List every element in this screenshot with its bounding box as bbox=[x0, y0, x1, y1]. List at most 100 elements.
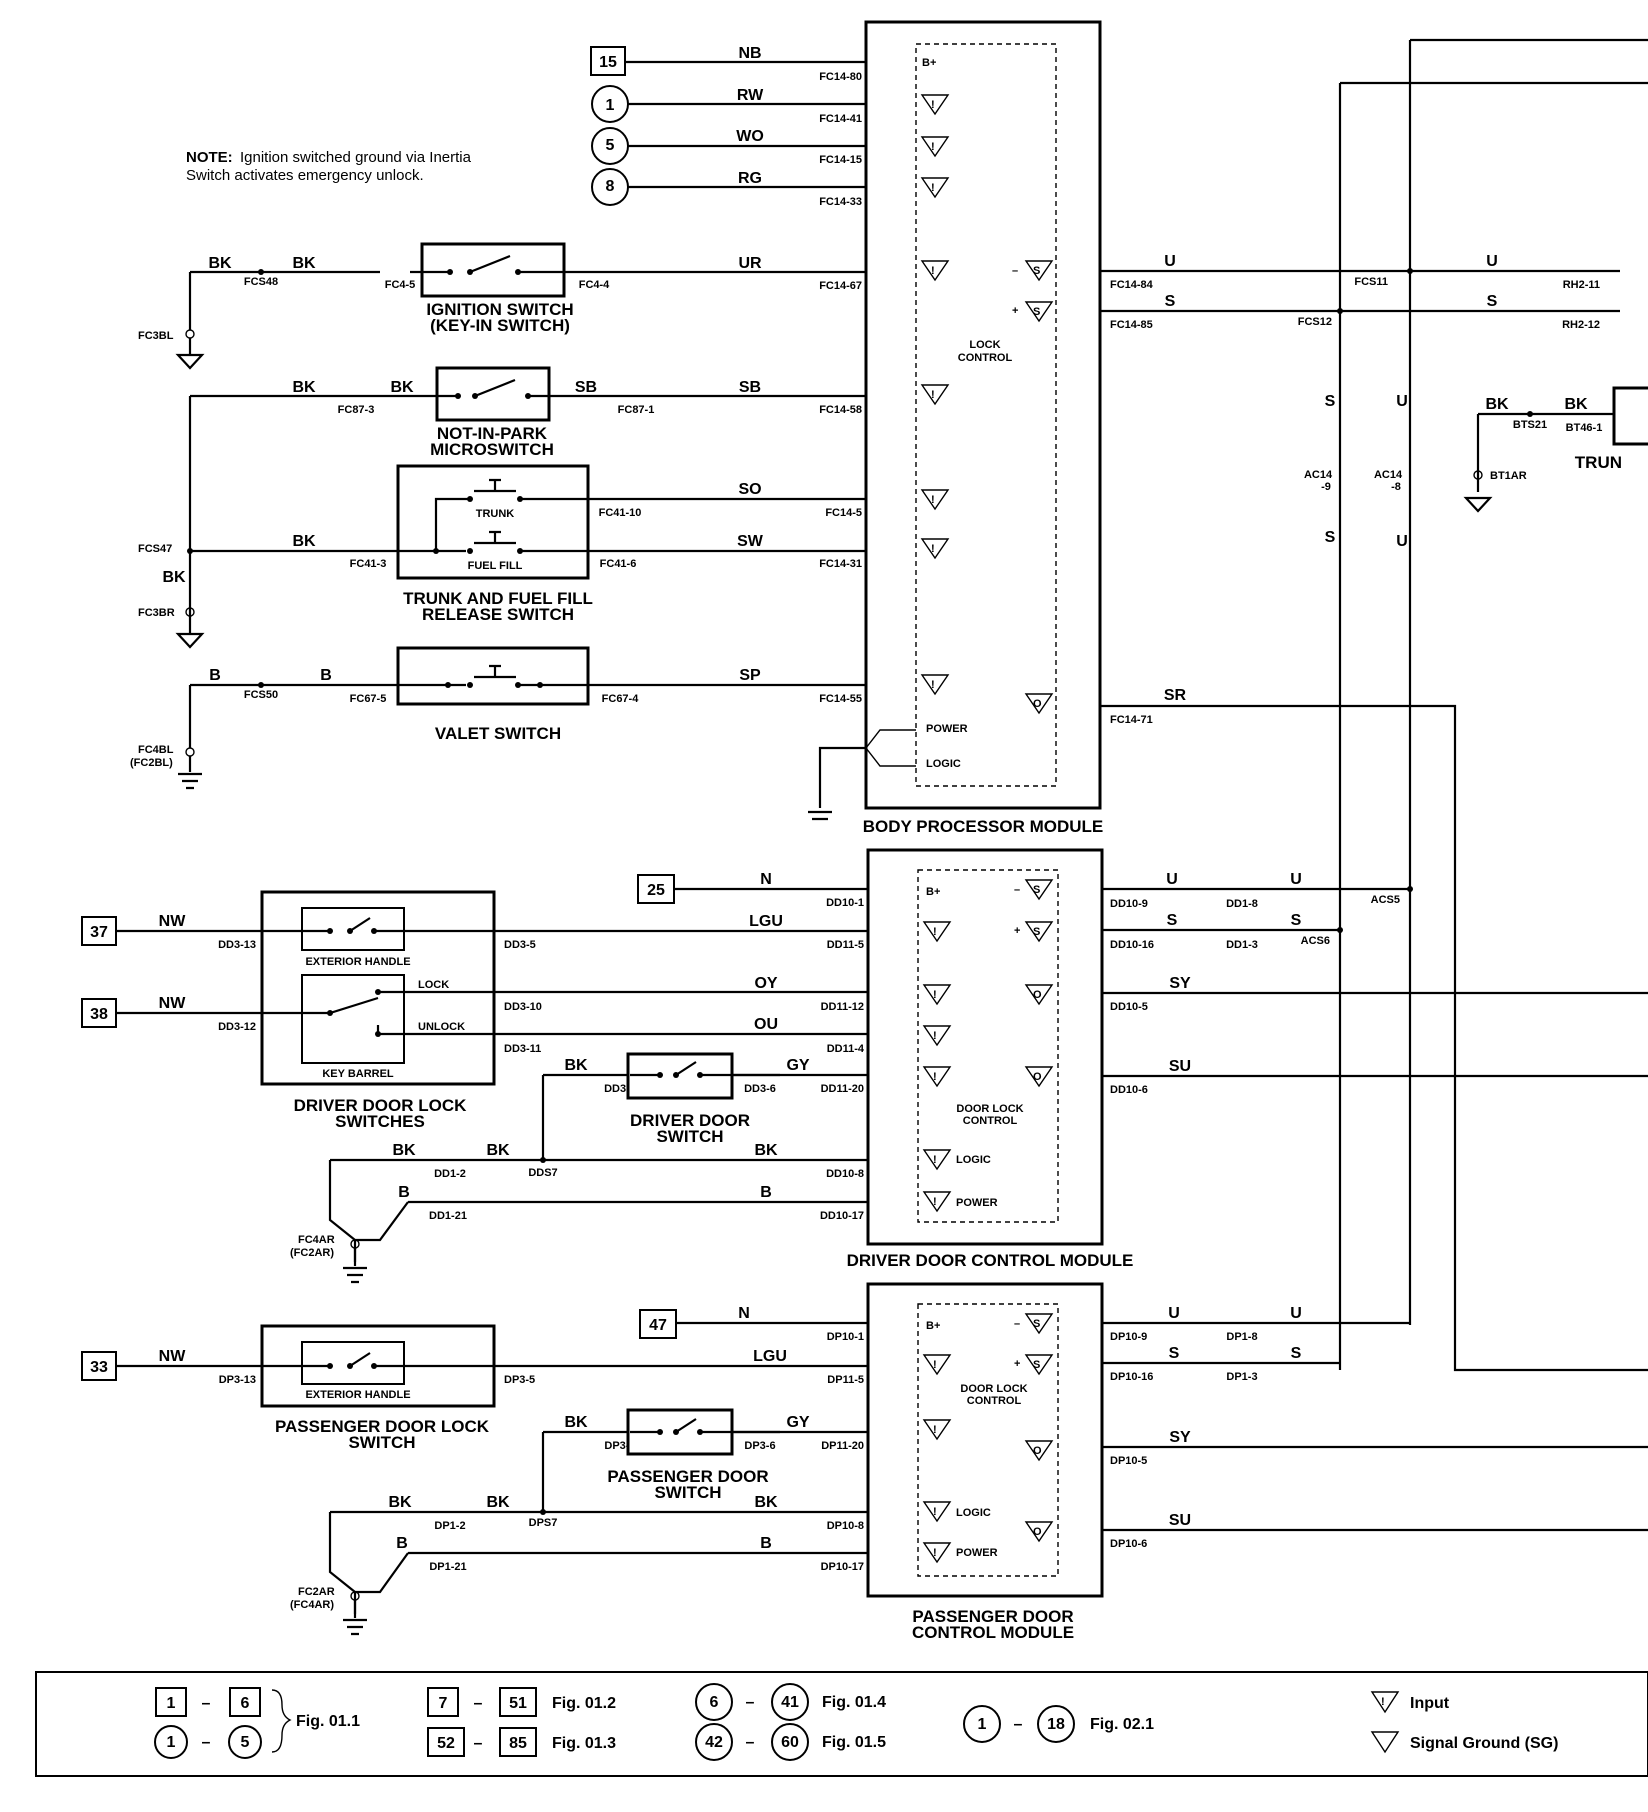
svg-text:Signal Ground (SG): Signal Ground (SG) bbox=[1410, 1735, 1558, 1752]
svg-text:B: B bbox=[209, 667, 221, 684]
svg-text:FCS48: FCS48 bbox=[244, 276, 278, 288]
svg-text:O: O bbox=[1033, 1445, 1042, 1457]
svg-text:DP3-5: DP3-5 bbox=[504, 1374, 535, 1386]
svg-text:!: ! bbox=[931, 141, 935, 153]
svg-text:U: U bbox=[1168, 1305, 1180, 1322]
svg-text:!: ! bbox=[933, 926, 937, 938]
svg-text:DD3-6: DD3-6 bbox=[744, 1083, 776, 1095]
svg-text:!: ! bbox=[931, 543, 935, 555]
svg-text:FC14-67: FC14-67 bbox=[819, 280, 862, 292]
svg-text:UR: UR bbox=[738, 255, 762, 272]
svg-text:!: ! bbox=[933, 1547, 937, 1559]
svg-text:SWITCH: SWITCH bbox=[348, 1433, 415, 1452]
svg-text:DP10-5: DP10-5 bbox=[1110, 1455, 1147, 1467]
svg-text:N: N bbox=[738, 1305, 750, 1322]
svg-text:85: 85 bbox=[509, 1735, 527, 1752]
svg-text:SWITCH: SWITCH bbox=[656, 1127, 723, 1146]
legend: 1 – 6 1 – 5 Fig. 01.1 7 – 51 Fig. 01.2 5… bbox=[154, 1683, 1558, 1761]
svg-text:BT46-1: BT46-1 bbox=[1566, 422, 1603, 434]
svg-text:DD3-12: DD3-12 bbox=[218, 1021, 256, 1033]
svg-text:BK: BK bbox=[1485, 396, 1509, 413]
svg-text:S: S bbox=[1165, 293, 1176, 310]
svg-text:BK: BK bbox=[162, 569, 186, 586]
ref-8: 8 bbox=[606, 178, 615, 195]
svg-text:S: S bbox=[1033, 926, 1040, 938]
svg-text:U: U bbox=[1290, 871, 1302, 888]
svg-text:SB: SB bbox=[739, 379, 761, 396]
svg-text:FC14-80: FC14-80 bbox=[819, 71, 862, 83]
svg-text:DD1-2: DD1-2 bbox=[434, 1168, 466, 1180]
svg-text:N: N bbox=[760, 871, 772, 888]
svg-text:BK: BK bbox=[390, 379, 414, 396]
passenger-door-module-title-1: PASSENGER DOOR bbox=[912, 1607, 1073, 1626]
svg-text:DP3-6: DP3-6 bbox=[744, 1440, 775, 1452]
svg-text:!: ! bbox=[931, 182, 935, 194]
svg-text:DD3-13: DD3-13 bbox=[218, 939, 256, 951]
svg-text:RG: RG bbox=[738, 170, 762, 187]
svg-text:FCS11: FCS11 bbox=[1354, 276, 1388, 288]
svg-text:FC14-5: FC14-5 bbox=[825, 507, 862, 519]
svg-text:60: 60 bbox=[781, 1734, 799, 1751]
driver-door-lock-dashed bbox=[917, 869, 1059, 1223]
svg-text:TRUNK AND FUEL FILL: TRUNK AND FUEL FILL bbox=[403, 589, 593, 608]
not-in-park-microswitch: BK FC87-3 BK SB FC87-1 SB FC14-58 NOT-IN… bbox=[188, 366, 866, 617]
svg-text:LGU: LGU bbox=[749, 913, 783, 930]
svg-text:DP10-1: DP10-1 bbox=[827, 1331, 864, 1343]
svg-text:FC67-5: FC67-5 bbox=[350, 693, 387, 705]
note-label: NOTE: bbox=[186, 149, 233, 166]
svg-text:LGU: LGU bbox=[753, 1348, 787, 1365]
pdcm-wires: 47 N DP10-1 33 NW DP3-13 EXTERIOR HANDLE… bbox=[81, 1305, 868, 1636]
svg-text:1: 1 bbox=[167, 1734, 176, 1751]
svg-text:SR: SR bbox=[1164, 687, 1187, 704]
svg-text:Fig. 01.5: Fig. 01.5 bbox=[822, 1734, 886, 1751]
svg-text:DOOR LOCK: DOOR LOCK bbox=[960, 1383, 1027, 1395]
ref-15: 15 bbox=[599, 54, 617, 71]
svg-text:DD10-9: DD10-9 bbox=[1110, 898, 1148, 910]
svg-text:!: ! bbox=[933, 1506, 937, 1518]
svg-text:-8: -8 bbox=[1391, 481, 1401, 493]
svg-text:FC41-3: FC41-3 bbox=[350, 558, 387, 570]
ref-1: 1 bbox=[606, 97, 615, 114]
lock-control-label-2: CONTROL bbox=[958, 352, 1013, 364]
svg-text:SY: SY bbox=[1169, 1429, 1191, 1446]
svg-text:DP11-20: DP11-20 bbox=[821, 1440, 864, 1452]
svg-text:–: – bbox=[202, 1734, 211, 1751]
svg-text:FC4-5: FC4-5 bbox=[385, 279, 416, 291]
svg-text:1: 1 bbox=[978, 1716, 987, 1733]
svg-text:DD10-5: DD10-5 bbox=[1110, 1001, 1148, 1013]
svg-text:IGNITION SWITCH: IGNITION SWITCH bbox=[426, 300, 573, 319]
svg-text:!: ! bbox=[931, 389, 935, 401]
svg-text:B: B bbox=[760, 1184, 772, 1201]
svg-text:DD10-1: DD10-1 bbox=[826, 897, 864, 909]
svg-text:–: – bbox=[474, 1735, 483, 1752]
svg-text:6: 6 bbox=[241, 1695, 250, 1712]
svg-text:Fig. 01.3: Fig. 01.3 bbox=[552, 1735, 616, 1752]
valet-switch: B FCS50 B FC67-5 FC4BL (FC2BL) SP FC67-4… bbox=[130, 646, 866, 790]
passenger-door-module-box bbox=[866, 1282, 1104, 1598]
ref-47: 47 bbox=[649, 1317, 667, 1334]
svg-text:DD11-4: DD11-4 bbox=[827, 1043, 865, 1055]
svg-text:Fig. 01.4: Fig. 01.4 bbox=[822, 1694, 886, 1711]
svg-text:BTS21: BTS21 bbox=[1513, 419, 1547, 431]
svg-text:!: ! bbox=[931, 99, 935, 111]
svg-text:OU: OU bbox=[754, 1016, 778, 1033]
svg-text:(FC2BL): (FC2BL) bbox=[130, 757, 173, 769]
svg-text:S: S bbox=[1033, 265, 1040, 277]
svg-text:BK: BK bbox=[754, 1142, 778, 1159]
svg-text:FC14-33: FC14-33 bbox=[819, 196, 862, 208]
svg-text:DP10-6: DP10-6 bbox=[1110, 1538, 1147, 1550]
svg-text:FC4AR: FC4AR bbox=[298, 1234, 335, 1246]
svg-text:ACS5: ACS5 bbox=[1371, 894, 1400, 906]
svg-text:BK: BK bbox=[392, 1142, 416, 1159]
svg-text:DD3-5: DD3-5 bbox=[504, 939, 536, 951]
svg-text:FC14-55: FC14-55 bbox=[819, 693, 862, 705]
pdcm-right-wires: U DP10-9 DP1-8 U S DP10-16 DP1-3 S SY DP… bbox=[1102, 1305, 1648, 1550]
svg-text:DRIVER DOOR LOCK: DRIVER DOOR LOCK bbox=[294, 1096, 468, 1115]
svg-text:FC14-31: FC14-31 bbox=[819, 558, 862, 570]
svg-text:SO: SO bbox=[738, 481, 761, 498]
passenger-door-module-title-2: CONTROL MODULE bbox=[912, 1623, 1074, 1642]
svg-text:!: ! bbox=[933, 1154, 937, 1166]
bpm-left-wires: 15 NB FC14-80 1 RW FC14-41 5 WO FC14-15 … bbox=[590, 45, 866, 208]
svg-text:!: ! bbox=[933, 1424, 937, 1436]
body-processor-module-box bbox=[864, 20, 1102, 810]
